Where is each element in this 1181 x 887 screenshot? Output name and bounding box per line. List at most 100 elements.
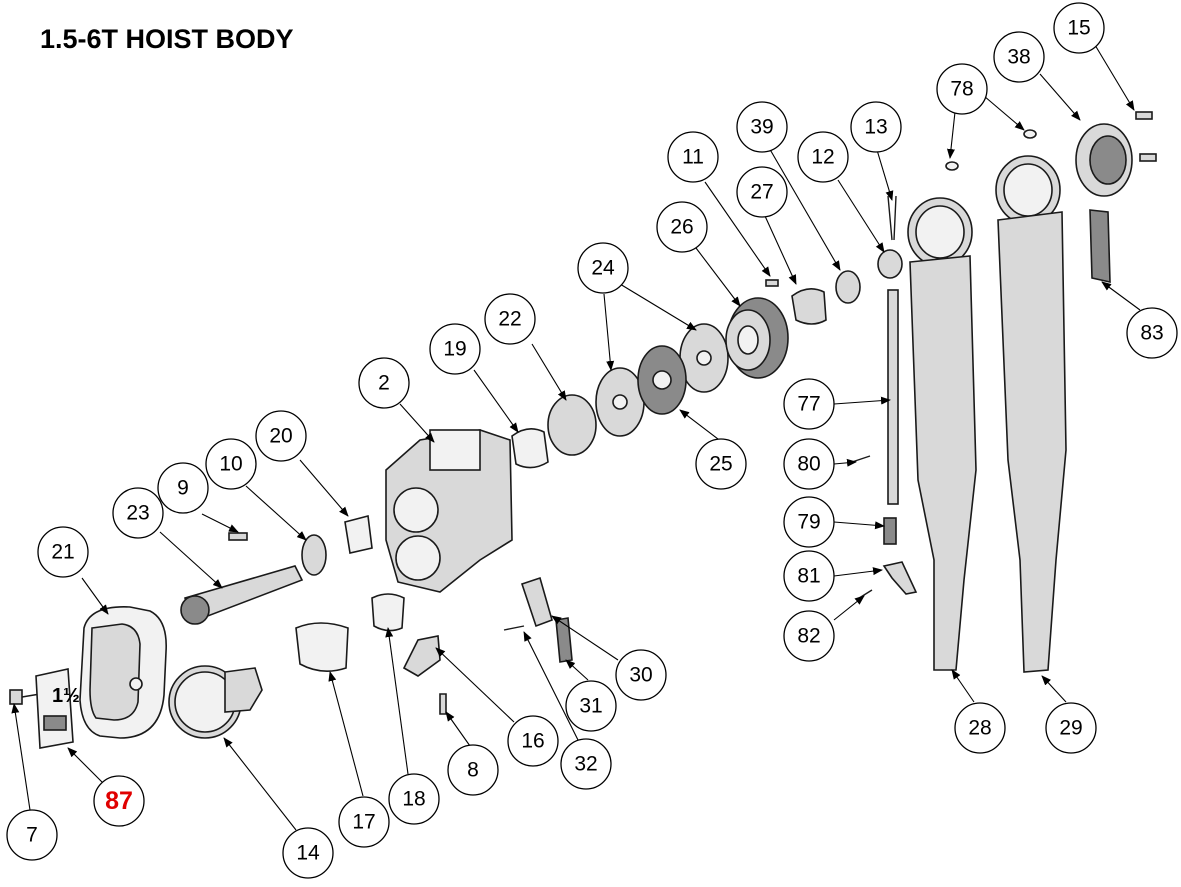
svg-text:80: 80 xyxy=(797,453,820,476)
callout-16: 16 xyxy=(507,715,559,767)
callout-39: 39 xyxy=(736,101,788,153)
part-78-cap-b xyxy=(1023,129,1037,139)
svg-text:25: 25 xyxy=(709,453,732,476)
callout-13: 13 xyxy=(850,101,902,153)
svg-text:87: 87 xyxy=(105,787,133,815)
callout-80: 80 xyxy=(783,438,835,490)
part-19-bushing xyxy=(511,428,549,469)
part-27-cam xyxy=(791,288,827,325)
callout-83: 83 xyxy=(1126,307,1178,359)
callout-20: 20 xyxy=(255,410,307,462)
part-38-plate xyxy=(1075,123,1133,197)
callout-26: 26 xyxy=(656,201,708,253)
callout-21: 21 xyxy=(37,526,89,578)
callout-8: 8 xyxy=(447,744,499,796)
callout-11: 11 xyxy=(667,131,719,183)
part-12-nut xyxy=(877,249,903,279)
callout-2: 2 xyxy=(358,357,410,409)
part-13-cotter xyxy=(887,195,897,241)
part-29-handle xyxy=(995,155,1067,673)
callout-9: 9 xyxy=(157,462,209,514)
callout-32: 32 xyxy=(560,738,612,790)
svg-text:81: 81 xyxy=(797,565,820,588)
svg-text:79: 79 xyxy=(797,511,820,534)
callout-77: 77 xyxy=(783,378,835,430)
part-8-pin xyxy=(439,693,447,715)
svg-text:31: 31 xyxy=(579,695,602,718)
svg-text:22: 22 xyxy=(498,308,521,331)
callout-15: 14 xyxy=(282,827,334,879)
part-23-bearing xyxy=(547,394,597,456)
part-28-handle xyxy=(907,197,977,671)
svg-text:18: 18 xyxy=(402,788,425,811)
callout-19: 19 xyxy=(429,323,481,375)
svg-text:21: 21 xyxy=(51,541,74,564)
svg-text:24: 24 xyxy=(591,257,615,280)
svg-text:11: 11 xyxy=(682,146,704,169)
svg-text:7: 7 xyxy=(26,824,38,847)
part-15-gear xyxy=(168,665,263,739)
callout-23: 22 xyxy=(484,293,536,345)
part-83-label xyxy=(1089,209,1111,284)
svg-text:29: 29 xyxy=(1059,717,1082,740)
part-18-ring xyxy=(371,593,405,632)
svg-text:77: 77 xyxy=(797,393,820,416)
callout-17: 17 xyxy=(338,796,390,848)
svg-text:38: 38 xyxy=(1007,46,1030,69)
part-10-washer xyxy=(301,534,327,576)
part-39-washer xyxy=(835,270,861,304)
part-11-pin xyxy=(765,279,779,287)
part-17-ring xyxy=(295,622,349,672)
svg-text:26: 26 xyxy=(670,216,693,239)
callout-7: 7 xyxy=(6,809,58,861)
part-2-hoist-body xyxy=(385,429,513,593)
callout-78: 78 xyxy=(936,63,988,115)
callout-14: 15 xyxy=(1053,2,1105,54)
svg-text:1½: 1½ xyxy=(52,685,80,707)
part-14-screw-a xyxy=(1135,111,1153,120)
svg-text:14: 14 xyxy=(296,842,320,865)
part-14-screw-b xyxy=(1139,153,1157,162)
part-80-pin xyxy=(851,455,871,463)
part-78-cap-a xyxy=(945,161,959,171)
callout-30: 30 xyxy=(615,649,667,701)
svg-text:16: 16 xyxy=(521,730,544,753)
callout-25: 25 xyxy=(695,438,747,490)
svg-text:82: 82 xyxy=(797,625,820,648)
callout-10: 10 xyxy=(205,438,257,490)
svg-text:12: 12 xyxy=(811,146,834,169)
part-32-pin xyxy=(503,625,525,631)
part-7-screw xyxy=(9,689,41,705)
svg-text:20: 20 xyxy=(269,425,292,448)
part-87-label-plate: 1½ xyxy=(35,668,80,749)
svg-text:13: 13 xyxy=(864,116,887,139)
callout-22: 23 xyxy=(112,487,164,539)
callout-31: 31 xyxy=(565,680,617,732)
callout-38: 38 xyxy=(993,31,1045,83)
svg-text:32: 32 xyxy=(574,753,597,776)
callout-24: 24 xyxy=(577,242,629,294)
callouts: 15 38 78 13 39 12 11 2 7 26 24 22 19 25 2… xyxy=(6,2,1178,879)
part-20-bushing xyxy=(344,514,373,554)
svg-text:30: 30 xyxy=(629,664,652,687)
svg-text:23: 23 xyxy=(126,502,149,525)
callout-29: 29 xyxy=(1045,702,1097,754)
svg-text:28: 28 xyxy=(968,717,991,740)
svg-text:83: 83 xyxy=(1140,322,1163,345)
part-9-key xyxy=(228,532,248,541)
part-77-rod xyxy=(887,289,899,505)
callout-81: 81 xyxy=(783,550,835,602)
svg-text:39: 39 xyxy=(750,116,773,139)
part-81-knob xyxy=(882,561,918,595)
part-22-shaft xyxy=(180,565,304,625)
svg-text:15: 15 xyxy=(1067,17,1090,40)
callout-12: 12 xyxy=(797,131,849,183)
leader-lines xyxy=(11,39,1141,831)
svg-text:17: 17 xyxy=(352,811,375,834)
svg-text:10: 10 xyxy=(219,453,242,476)
callout-87: 87 xyxy=(93,775,145,827)
part-21-cover xyxy=(79,606,167,739)
callout-18: 18 xyxy=(388,773,440,825)
part-26-hub xyxy=(725,297,789,379)
